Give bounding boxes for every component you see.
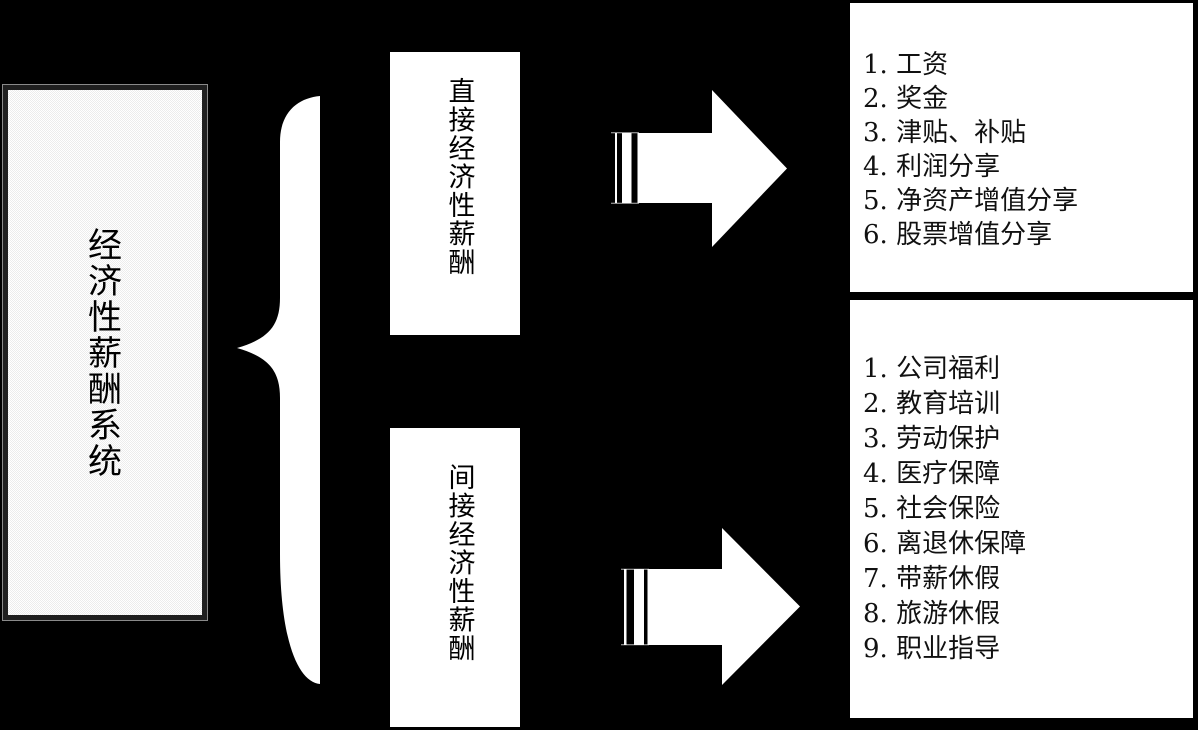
list-item: 5. 净资产增值分享 xyxy=(863,186,1079,216)
list-item: 3. 津贴、补贴 xyxy=(863,118,1027,148)
list-item: 2. 奖金 xyxy=(863,84,949,114)
direct-branch-label: 直接经济性薪酬 xyxy=(443,77,475,277)
direct-branch-box: 直接经济性薪酬 xyxy=(390,52,520,335)
list-item: 1. 公司福利 xyxy=(863,354,1001,384)
list-item: 6. 离退休保障 xyxy=(863,529,1027,559)
list-item: 9. 职业指导 xyxy=(863,634,1001,664)
list-item: 8. 旅游休假 xyxy=(863,599,1001,629)
direct-items-box: 1. 工资 2. 奖金 3. 津贴、补贴 4. 利润分享 5. 净资产增值分享 … xyxy=(850,3,1193,292)
list-item: 6. 股票增值分享 xyxy=(863,220,1053,250)
left-brace-icon xyxy=(237,96,320,684)
indirect-branch-box: 间接经济性薪酬 xyxy=(390,428,520,727)
list-item: 3. 劳动保护 xyxy=(863,424,1001,454)
list-item: 4. 医疗保障 xyxy=(863,459,1001,489)
list-item: 5. 社会保险 xyxy=(863,494,1001,524)
striped-arrow-top-icon xyxy=(611,90,787,247)
indirect-items-box: 1. 公司福利 2. 教育培训 3. 劳动保护 4. 医疗保障 5. 社会保险 … xyxy=(850,300,1193,718)
title-box: 经济性薪酬系统 xyxy=(3,85,207,620)
list-item: 2. 教育培训 xyxy=(863,389,1001,419)
title-label: 经济性薪酬系统 xyxy=(81,226,122,479)
list-item: 7. 带薪休假 xyxy=(863,564,1001,594)
list-item: 1. 工资 xyxy=(863,50,949,80)
indirect-branch-label: 间接经济性薪酬 xyxy=(443,463,475,663)
striped-arrow-bottom-icon xyxy=(621,528,800,685)
list-item: 4. 利润分享 xyxy=(863,152,1001,182)
